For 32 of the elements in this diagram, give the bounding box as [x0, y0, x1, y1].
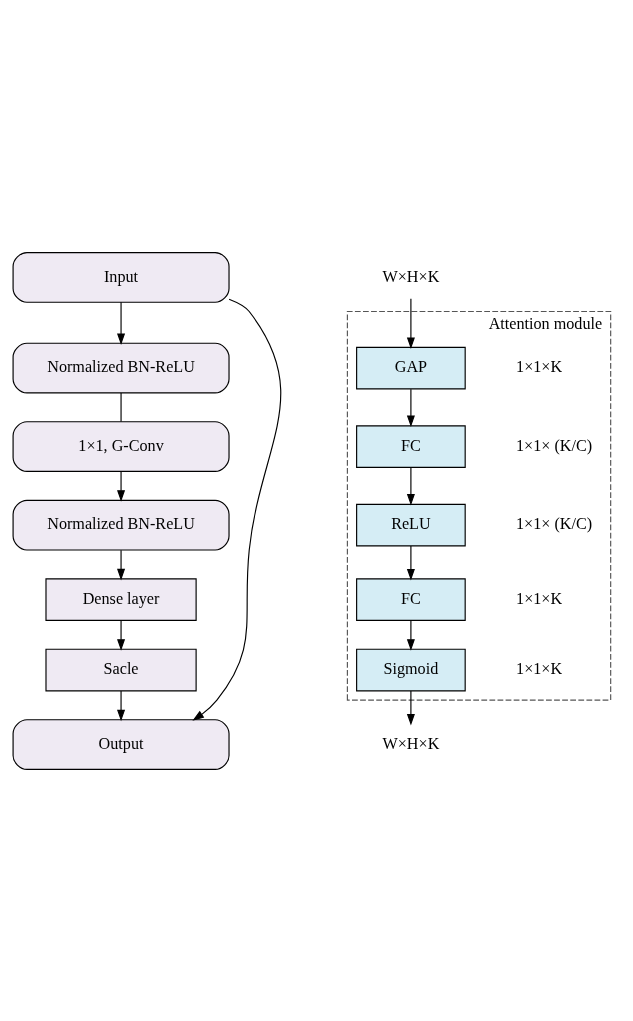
node-box: 1×1, G-Conv: [12, 420, 230, 472]
node-box: Normalized BN-ReLU: [12, 342, 230, 393]
arrow: [117, 549, 126, 580]
arrow: [192, 298, 282, 721]
node-box: Sacle: [45, 648, 197, 691]
node-box: FC: [356, 577, 466, 621]
arrow: [406, 544, 415, 580]
arrow: [117, 689, 126, 721]
arrow: [117, 619, 126, 651]
arrow: [406, 297, 415, 349]
node-box: Output: [12, 718, 230, 770]
node-label: 1×1×K: [516, 659, 563, 677]
node-box: ReLU: [356, 503, 466, 546]
node-label: 1×1× (K/C): [516, 436, 593, 454]
arrow: [406, 388, 415, 427]
arrow: [117, 470, 126, 502]
connector: [120, 391, 122, 422]
node-box: Dense layer: [45, 577, 197, 621]
arrow: [406, 466, 415, 506]
arrow: [117, 301, 126, 345]
node-box: Normalized BN-ReLU: [12, 499, 230, 551]
node-label: 1×1×K: [516, 357, 563, 375]
node-label: 1×1× (K/C): [516, 514, 593, 532]
node-box: Input: [12, 251, 230, 303]
arrow: [406, 619, 415, 651]
node-text: W×H×K: [382, 734, 440, 752]
node-label: 1×1×K: [516, 589, 563, 607]
arrow: [406, 689, 415, 725]
node-text: W×H×K: [382, 267, 440, 285]
node-box: Sigmoid: [356, 648, 466, 691]
node-box: GAP: [356, 346, 466, 389]
node-box: FC: [356, 424, 466, 468]
